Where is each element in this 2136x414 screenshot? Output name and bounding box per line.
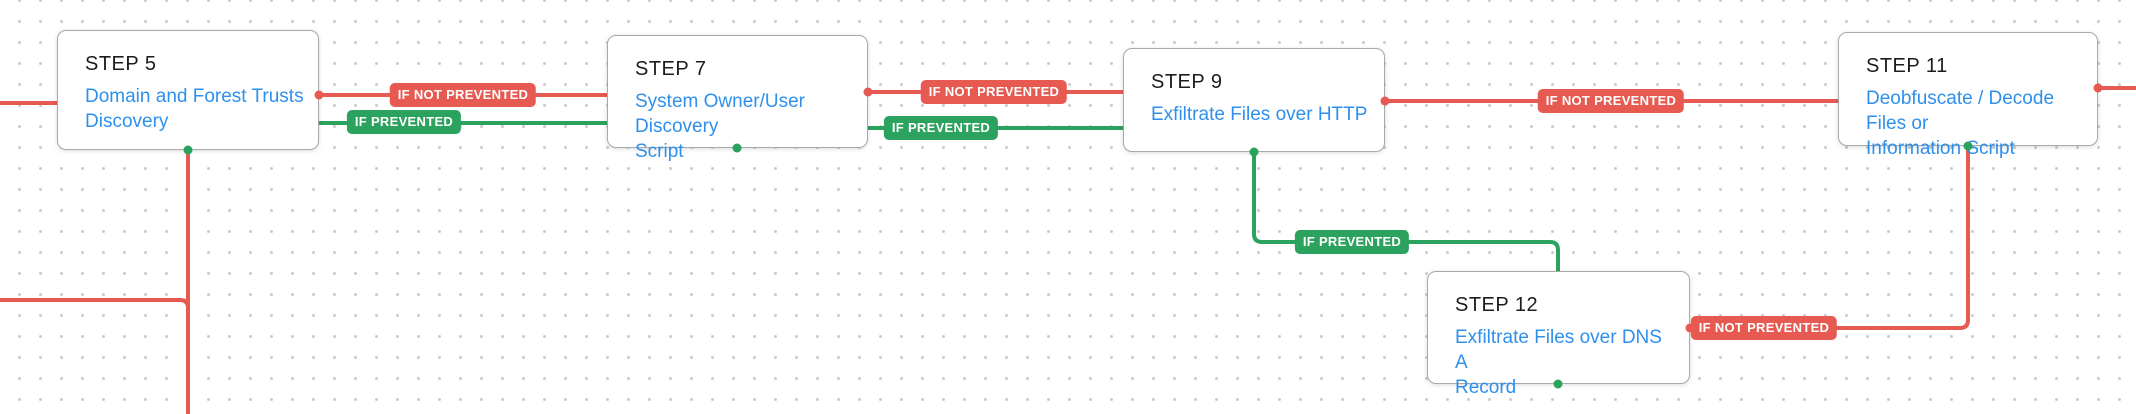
step-node-step-7[interactable]: STEP 7 System Owner/User Discovery Script (607, 35, 868, 162)
step-node-step-11[interactable]: STEP 11 Deobfuscate / Decode Files or Inf… (1838, 32, 2098, 159)
bottom-handle-step-11[interactable] (1963, 141, 1973, 151)
step-title-link[interactable]: Exfiltrate Files over DNS A Record (1455, 327, 1662, 398)
right-handle-step-11[interactable] (2093, 83, 2103, 93)
step-title-link[interactable]: Exfiltrate Files over HTTP (1151, 104, 1368, 125)
bottom-handle-step-5[interactable] (183, 145, 193, 155)
step-number-label: STEP 12 (1455, 294, 1539, 316)
step-number-label: STEP 11 (1866, 55, 1948, 77)
step-number-label: STEP 5 (85, 53, 157, 75)
step-node-step-12[interactable]: STEP 12 Exfiltrate Files over DNS A Recor… (1427, 271, 1690, 398)
step-number-label: STEP 7 (635, 58, 707, 80)
step-title-link[interactable]: Deobfuscate / Decode Files or Informatio… (1866, 88, 2055, 159)
bottom-handle-step-9[interactable] (1249, 147, 1259, 157)
right-handle-step-12[interactable] (1685, 323, 1695, 333)
bottom-handle-step-7[interactable] (732, 143, 742, 153)
right-handle-step-7[interactable] (863, 87, 873, 97)
step-node-step-9[interactable]: STEP 9 Exfiltrate Files over HTTP (1123, 48, 1385, 152)
right-handle-step-9[interactable] (1380, 96, 1390, 106)
step-title-link[interactable]: System Owner/User Discovery Script (635, 91, 805, 162)
right-handle-step-5[interactable] (314, 90, 324, 100)
bottom-handle-step-12[interactable] (1553, 379, 1563, 389)
step-title-link[interactable]: Domain and Forest Trusts Discovery (85, 86, 304, 132)
step-node-step-5[interactable]: STEP 5 Domain and Forest Trusts Discovery (57, 30, 319, 150)
step-number-label: STEP 9 (1151, 71, 1223, 93)
